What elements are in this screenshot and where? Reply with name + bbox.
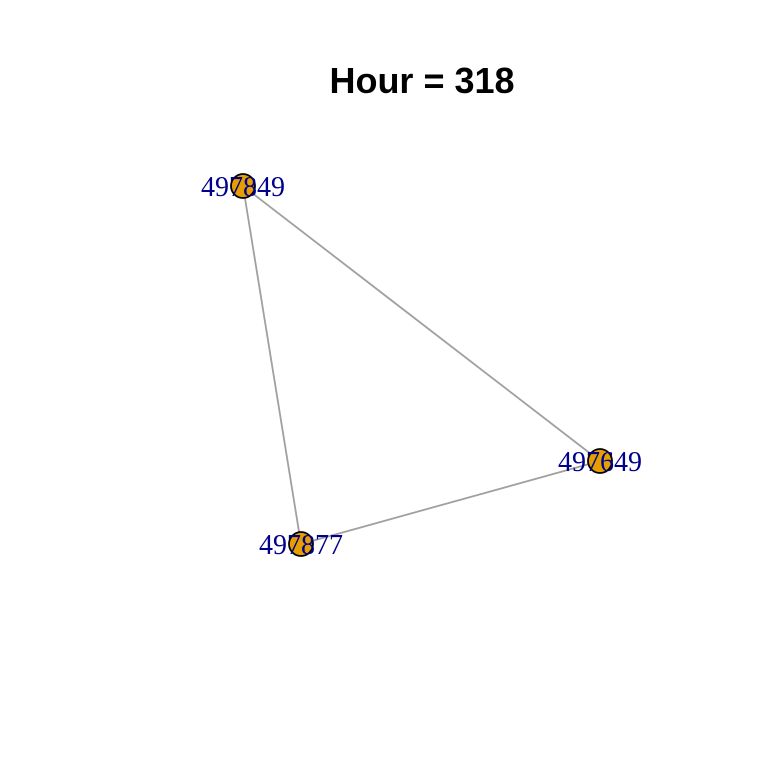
edge-layer bbox=[242, 185, 601, 545]
node-label-497849: 497849 bbox=[201, 172, 285, 203]
node-label-497877: 497877 bbox=[259, 530, 343, 561]
node-497877 bbox=[288, 531, 314, 557]
edge-497849-497649 bbox=[242, 185, 601, 462]
graph-title: Hour = 318 bbox=[329, 60, 514, 101]
edge-497849-497877 bbox=[242, 185, 302, 545]
node-497649 bbox=[587, 448, 613, 474]
node-label-497649: 497649 bbox=[558, 447, 642, 478]
label-layer: 497849 497649 497877 bbox=[201, 172, 642, 561]
node-497849 bbox=[230, 173, 256, 199]
edge-497877-497649 bbox=[300, 460, 601, 545]
node-layer bbox=[230, 173, 613, 557]
